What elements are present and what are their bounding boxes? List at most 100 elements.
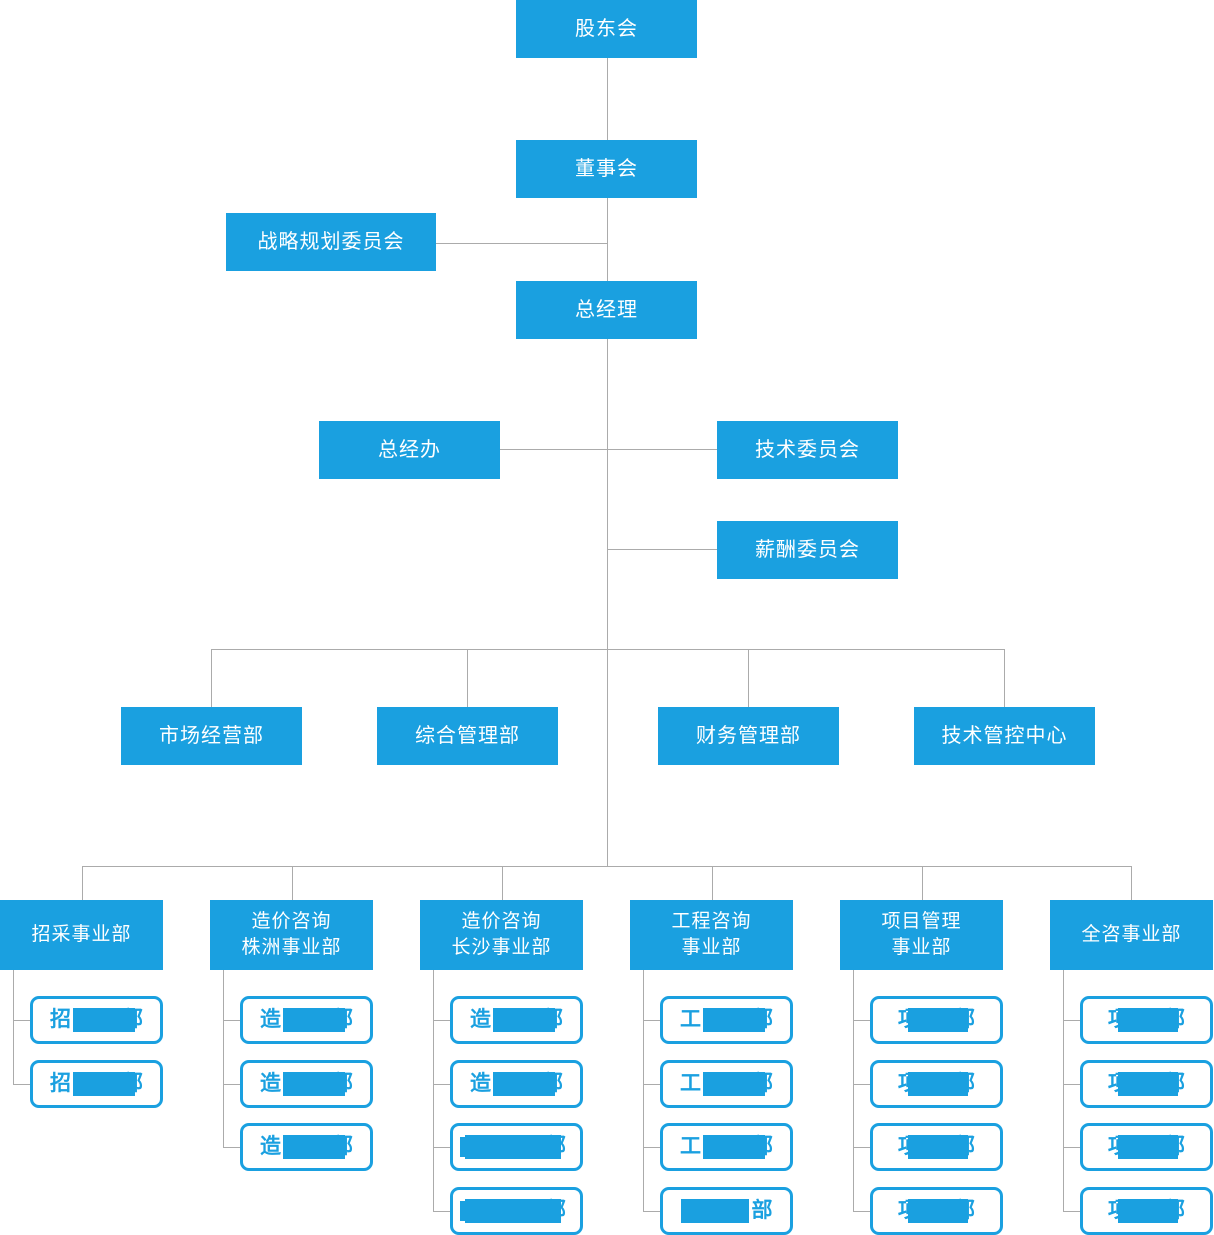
child-dept-label: 项部	[1108, 1198, 1185, 1223]
child-dept-box: 项部	[870, 1186, 1003, 1235]
child-stub-line	[643, 1020, 660, 1021]
child-stub-line	[643, 1147, 660, 1148]
child-dept-box: 项部	[1080, 1186, 1213, 1235]
child-dept-box: 项部	[870, 1123, 1003, 1171]
redaction-bar	[1118, 1135, 1178, 1159]
division-column: 全咨事业部项部项部项部项部	[1050, 900, 1214, 1235]
child-dept-box: 招部	[30, 996, 163, 1044]
child-dept-label: 造部	[470, 1071, 563, 1096]
child-stub-line	[223, 1083, 240, 1085]
redaction-bar	[465, 1198, 561, 1223]
node-compensation-committee: 薪酬委员会	[717, 521, 898, 579]
connector-drop-div-5	[922, 866, 923, 900]
child-dept-box: 项部	[870, 996, 1003, 1044]
child-dept-box: 部	[660, 1186, 793, 1235]
division-header: 全咨事业部	[1050, 900, 1213, 970]
child-dept-box: 造部	[450, 1059, 583, 1108]
child-dept-label: 工部	[680, 1135, 773, 1159]
connector-gm-trunk	[607, 339, 608, 866]
child-label-prefix: 工	[680, 1135, 701, 1158]
child-dept-box: 工部	[660, 1123, 793, 1171]
child-dept-box: 工部	[660, 1059, 793, 1108]
child-label-suffix: 部	[751, 1198, 773, 1222]
division-header: 招采事业部	[0, 900, 163, 970]
child-dept-label: 工部	[680, 1008, 773, 1032]
division-column: 造价咨询 长沙事业部造部造部部部	[420, 900, 634, 1235]
redaction-bar	[1118, 1071, 1178, 1096]
connector-board-gm	[607, 198, 608, 281]
child-label-prefix: 招	[50, 1071, 71, 1095]
redaction-bar	[465, 1135, 561, 1159]
child-stub-line	[1063, 1083, 1080, 1085]
child-stub-line	[853, 1210, 870, 1212]
child-stub-line	[643, 1083, 660, 1085]
division-header: 造价咨询 株洲事业部	[210, 900, 373, 970]
redaction-bar	[908, 1135, 968, 1159]
node-dept-finance: 财务管理部	[658, 707, 839, 765]
connector-drop-div-4	[712, 866, 713, 900]
node-board: 董事会	[516, 140, 697, 198]
connector-drop-div-3	[502, 866, 503, 900]
child-dept-box: 造部	[240, 1059, 373, 1108]
division-elbow-line	[13, 970, 14, 1084]
redaction-bar	[703, 1071, 765, 1096]
child-dept-box: 招部	[30, 1059, 163, 1108]
child-stub-line	[13, 1083, 30, 1085]
node-shareholders: 股东会	[516, 0, 697, 58]
child-label-prefix: 工	[680, 1071, 701, 1095]
child-stub-line	[853, 1020, 870, 1021]
child-stub-line	[433, 1147, 450, 1148]
child-dept-box: 造部	[240, 1123, 373, 1171]
child-dept-box: 项部	[1080, 1123, 1213, 1171]
connector-drop-div-6	[1131, 866, 1132, 900]
connector-gmoffice-techcommittee	[500, 449, 717, 450]
child-dept-box: 工部	[660, 996, 793, 1044]
child-dept-label: 项部	[898, 1071, 975, 1096]
redaction-bar	[493, 1008, 555, 1032]
child-stub-line	[643, 1210, 660, 1212]
redaction-bar	[908, 1008, 968, 1032]
child-dept-box: 项部	[1080, 1059, 1213, 1108]
connector-drop-div-2	[292, 866, 293, 900]
child-stub-line	[433, 1020, 450, 1021]
connector-compensation-branch	[607, 549, 717, 550]
child-dept-box: 部	[450, 1123, 583, 1171]
child-dept-label: 项部	[898, 1198, 975, 1223]
child-dept-label: 造部	[260, 1135, 353, 1159]
connector-drop-dept-2	[467, 649, 468, 707]
child-stub-line	[433, 1210, 450, 1212]
child-label-prefix: 造	[260, 1008, 281, 1031]
child-stub-line	[853, 1083, 870, 1085]
redaction-bar	[680, 1198, 749, 1223]
redaction-bar	[1118, 1008, 1178, 1032]
child-dept-label: 项部	[898, 1135, 975, 1159]
node-dept-tech-control: 技术管控中心	[914, 707, 1095, 765]
division-elbow-line	[223, 970, 224, 1147]
child-dept-box: 项部	[870, 1059, 1003, 1108]
child-label-prefix: 造	[470, 1071, 491, 1095]
child-label-prefix: 造	[470, 1008, 491, 1031]
child-dept-label: 造部	[470, 1008, 563, 1032]
redaction-bar	[908, 1071, 968, 1096]
child-dept-label: 部	[465, 1135, 566, 1159]
child-dept-box: 造部	[240, 996, 373, 1044]
node-dept-marketing: 市场经营部	[121, 707, 302, 765]
child-dept-label: 招部	[50, 1008, 143, 1032]
child-dept-label: 工部	[680, 1071, 773, 1096]
redaction-bar	[703, 1008, 765, 1032]
redaction-bar	[283, 1008, 345, 1032]
connector-divisions-rail	[82, 866, 1132, 867]
redaction-bar	[493, 1071, 555, 1096]
redaction-bar	[703, 1135, 765, 1159]
division-elbow-line	[433, 970, 434, 1211]
division-header: 项目管理 事业部	[840, 900, 1003, 970]
node-tech-committee: 技术委员会	[717, 421, 898, 479]
child-dept-label: 部	[465, 1198, 566, 1223]
child-dept-box: 造部	[450, 996, 583, 1044]
child-dept-box: 部	[450, 1186, 583, 1235]
division-column: 项目管理 事业部项部项部项部项部	[840, 900, 1054, 1235]
child-stub-line	[1063, 1020, 1080, 1021]
node-dept-general-admin: 综合管理部	[377, 707, 558, 765]
division-header: 工程咨询 事业部	[630, 900, 793, 970]
redaction-bar	[283, 1135, 345, 1159]
